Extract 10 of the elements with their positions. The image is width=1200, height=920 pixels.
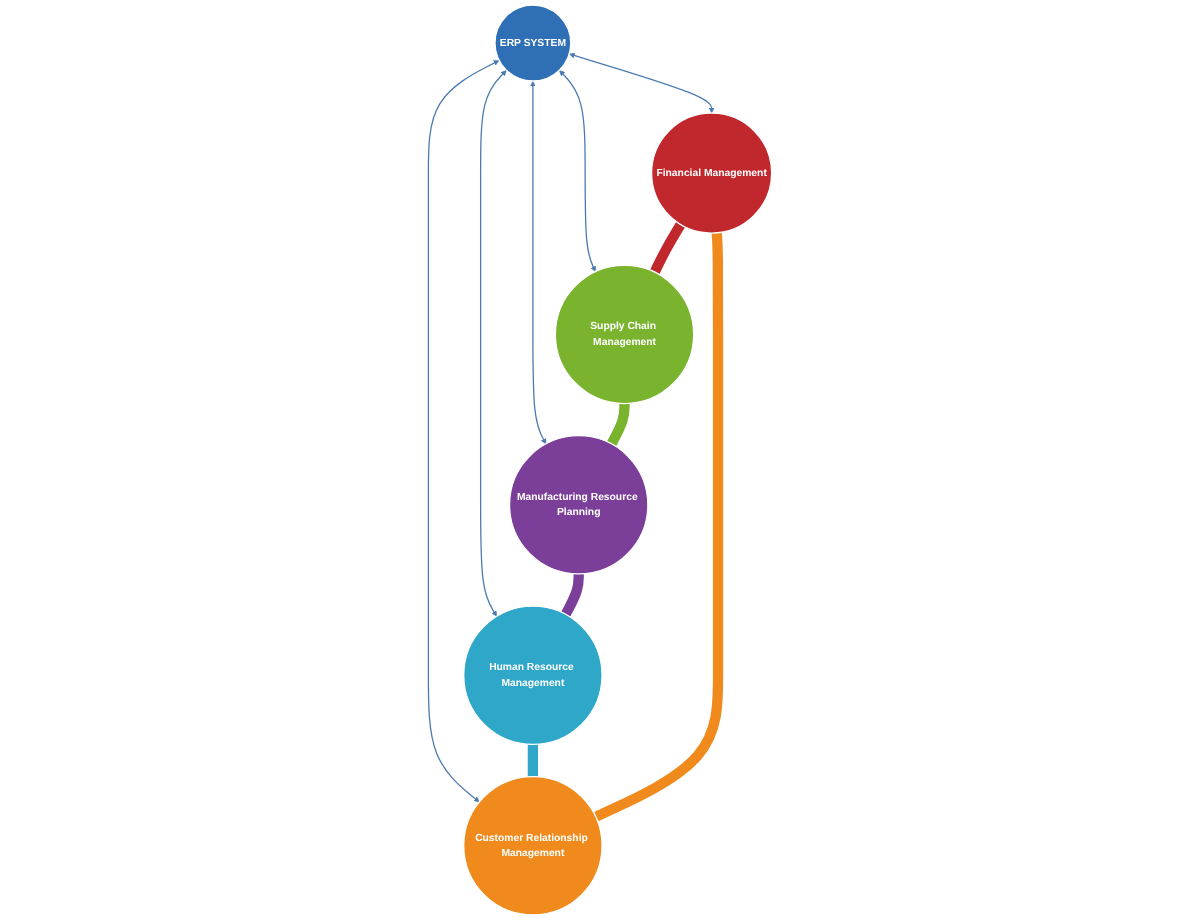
connector <box>593 230 724 822</box>
connector <box>561 571 584 617</box>
connector <box>650 221 686 275</box>
arrow <box>569 52 715 114</box>
arrow <box>427 60 500 803</box>
connector <box>606 401 630 447</box>
arrow <box>530 80 547 445</box>
connector <box>527 741 539 780</box>
arrow <box>559 70 596 272</box>
arrow <box>480 70 507 617</box>
